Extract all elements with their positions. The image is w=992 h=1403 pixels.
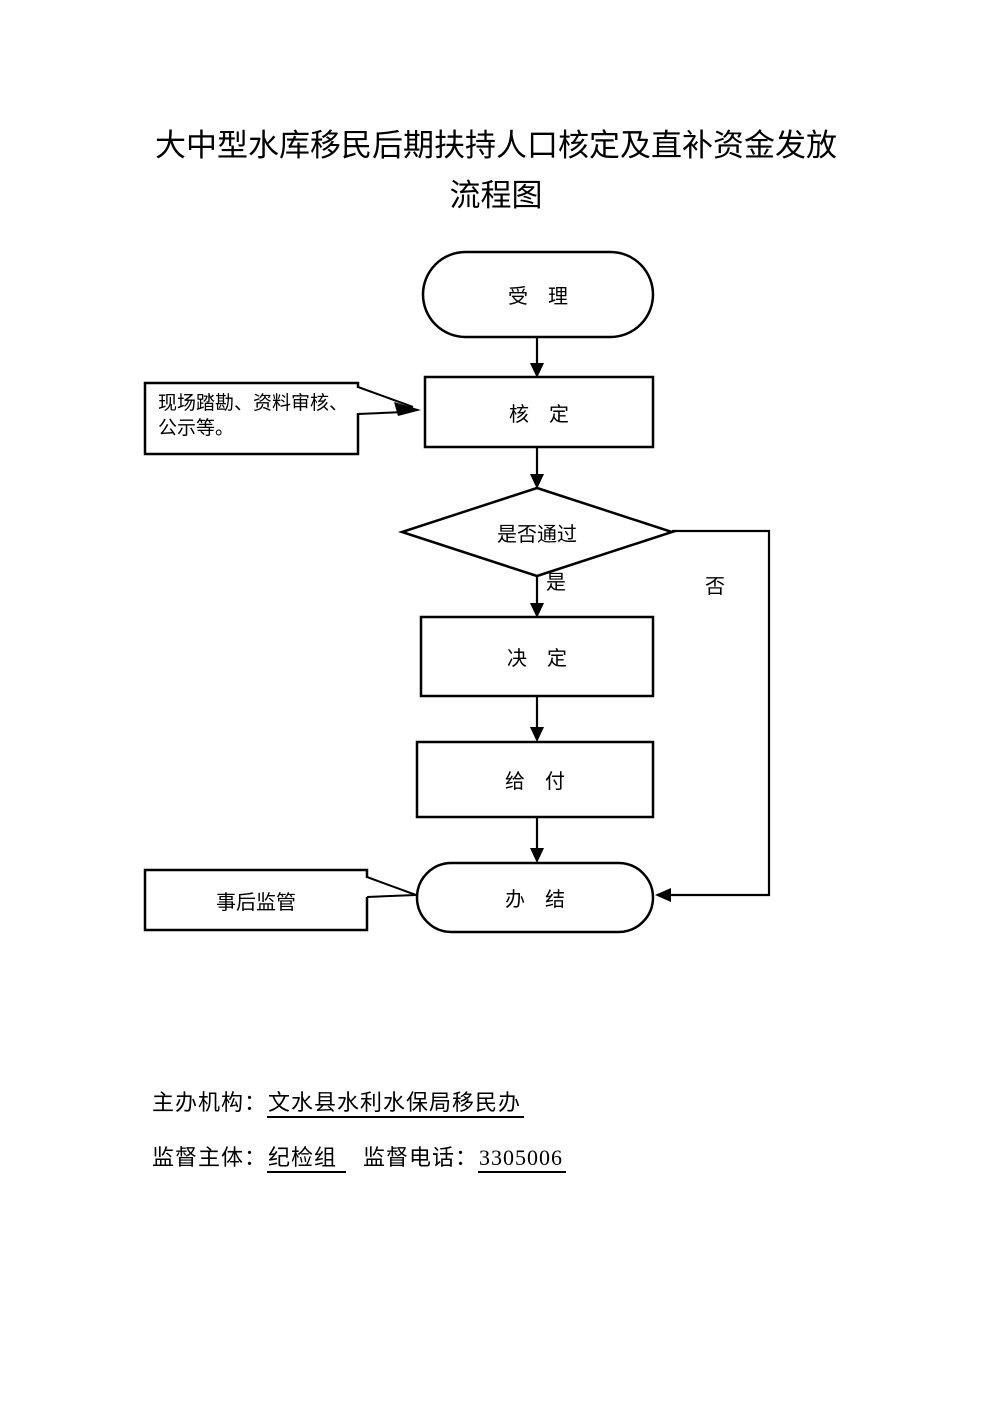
arrowhead-into-close-top — [530, 848, 544, 863]
footer-organizer-line: 主办机构：文水县水利水保局移民办 — [152, 1088, 525, 1118]
arrowhead-into-pay — [530, 727, 544, 742]
page-title-line2: 流程图 — [449, 178, 543, 213]
verify-node-shape — [423, 375, 655, 449]
verify-note-pointer-bottom — [357, 411, 405, 415]
accept-node-label: 受 理 — [508, 286, 568, 308]
phone-value: 3305006 — [478, 1145, 567, 1173]
close-node-label: 办 结 — [505, 889, 565, 911]
post-supervision-pointer-bottom — [366, 894, 417, 898]
post-supervision-box-shape — [143, 868, 369, 932]
pay-node-shape — [415, 740, 655, 819]
verify-note-text: 现场踏勘、资料审核、 公示等。 — [158, 391, 354, 441]
supervisor-value: 纪检组 — [267, 1145, 347, 1173]
verify-node-label: 核 定 — [509, 403, 569, 426]
arrowhead-into-decision — [530, 474, 544, 489]
no-branch-label: 否 — [705, 576, 725, 598]
verify-note-pointer-top — [357, 386, 414, 408]
organizer-label: 主办机构： — [152, 1090, 268, 1115]
decision-diamond-shape — [397, 486, 677, 578]
page-title-line1: 大中型水库移民后期扶持人口核定及直补资金发放 — [155, 128, 837, 163]
phone-label: 监督电话： — [363, 1145, 479, 1170]
decision-diamond-label: 是否通过 — [497, 523, 577, 546]
verify-note-text-line2: 公示等。 — [158, 418, 235, 439]
footer-supervisor-line: 监督主体：纪检组监督电话：3305006 — [152, 1143, 567, 1173]
yes-branch-label: 是 — [546, 572, 566, 594]
decide-node-label: 决 定 — [507, 648, 567, 670]
verify-note-box-shape — [143, 381, 360, 456]
decide-node-shape — [419, 615, 655, 698]
arrowhead-into-verify — [530, 363, 544, 378]
verify-note-text-line1: 现场踏勘、资料审核、 — [158, 393, 349, 414]
connector-no-branch — [662, 529, 771, 897]
post-supervision-label: 事后监管 — [216, 891, 296, 914]
accept-node-shape — [421, 250, 655, 339]
organizer-value: 文水县水利水保局移民办 — [267, 1090, 525, 1118]
verify-note-arrowhead — [394, 402, 421, 416]
close-node-shape — [415, 861, 655, 934]
pay-node-label: 给 付 — [505, 771, 565, 793]
arrowhead-into-close-right — [655, 888, 671, 902]
arrowhead-into-decide — [530, 603, 544, 618]
supervisor-label: 监督主体： — [152, 1145, 268, 1170]
post-supervision-pointer-top — [366, 876, 417, 896]
